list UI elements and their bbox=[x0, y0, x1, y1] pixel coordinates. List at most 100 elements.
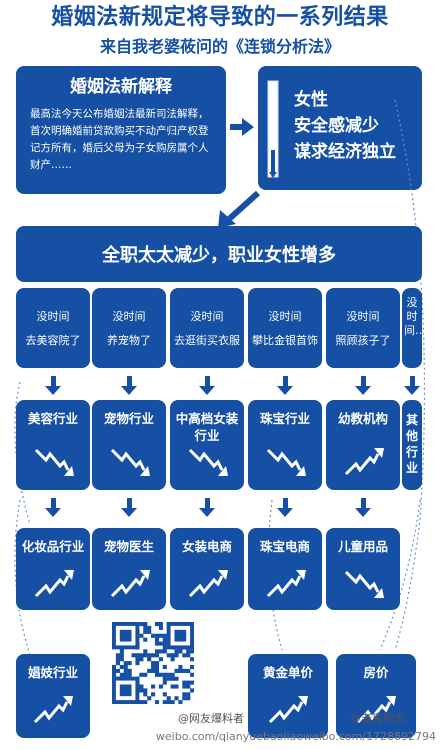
arrow-down-head bbox=[355, 508, 371, 517]
industry-label: 儿童用品 bbox=[337, 539, 388, 554]
trend-down-icon bbox=[266, 448, 306, 476]
trend-down-icon bbox=[110, 448, 150, 476]
no-time-line-1: 没时间 bbox=[36, 310, 70, 323]
trend-up-icon bbox=[110, 570, 150, 598]
arrow-down-icon bbox=[204, 376, 210, 388]
arrow-down-head bbox=[45, 508, 61, 517]
banner: 全职太太减少，职业女性增多 bbox=[16, 226, 422, 282]
industry-label: 娼妓行业 bbox=[27, 665, 78, 680]
industry-box: 化妆品行业 bbox=[16, 528, 90, 610]
industry-label: 黄金单价 bbox=[262, 665, 313, 680]
qr-code-icon bbox=[112, 622, 195, 730]
trend-up-icon bbox=[268, 696, 308, 724]
trend-wrap bbox=[188, 568, 228, 604]
industry-label: 房价 bbox=[363, 665, 389, 680]
industry-box: 女装电商 bbox=[170, 528, 244, 610]
no-time-line-2: 攀比金银首饰 bbox=[252, 334, 318, 347]
industry-box: 宠物医生 bbox=[92, 528, 166, 610]
industry-box: 美容行业 bbox=[16, 400, 90, 490]
industry-label: 化妆品行业 bbox=[21, 539, 85, 554]
trend-wrap bbox=[266, 446, 306, 482]
industry-box: 其他行业 bbox=[402, 400, 422, 490]
arrow-down-head bbox=[355, 386, 371, 395]
industry-box: 珠宝电商 bbox=[248, 528, 322, 610]
trend-up-icon bbox=[344, 448, 384, 476]
arrow-down-icon bbox=[126, 498, 132, 510]
arrow-down-head bbox=[121, 386, 137, 395]
arrow-down-icon bbox=[282, 498, 288, 510]
trend-wrap bbox=[344, 568, 384, 604]
trend-down-icon bbox=[188, 448, 228, 476]
trend-up-icon bbox=[188, 570, 228, 598]
arrow-down-icon bbox=[50, 498, 56, 510]
arrow-down-icon bbox=[409, 376, 415, 388]
trend-wrap bbox=[356, 694, 396, 730]
interpretation-box: 婚姻法新解释 最高法今天公布婚姻法最新司法解释，首次明确婚前贷款购买不动产归产权… bbox=[16, 66, 226, 194]
industry-box: 房价 bbox=[336, 654, 416, 738]
industry-box: 娼妓行业 bbox=[16, 654, 90, 738]
industry-label: 幼教机构 bbox=[337, 411, 388, 426]
arrow-down-icon bbox=[204, 498, 210, 510]
no-time-line-2: 去逛街买衣服 bbox=[174, 334, 240, 347]
trend-wrap bbox=[110, 568, 150, 604]
no-time-box: 没时间… bbox=[402, 288, 426, 368]
arrow-down-icon bbox=[360, 376, 366, 388]
no-time-line-2: 去美容院了 bbox=[25, 334, 81, 347]
no-time-box: 没时间照顾孩子了 bbox=[326, 288, 400, 368]
page-title: 婚姻法新规定将导致的一系列结果 bbox=[51, 5, 389, 30]
page-subtitle: 来自我老婆莜问的《连锁分析法》 bbox=[99, 37, 340, 56]
trend-wrap bbox=[34, 446, 74, 482]
trend-up-icon bbox=[266, 570, 306, 598]
trend-wrap bbox=[33, 694, 73, 730]
trend-up-icon bbox=[33, 696, 73, 724]
no-time-line-1: 没时间 bbox=[190, 310, 224, 323]
trend-wrap bbox=[110, 446, 150, 482]
arrow-down-icon bbox=[282, 376, 288, 388]
arrow-down-icon bbox=[360, 498, 366, 510]
women-line-1: 女性 bbox=[294, 90, 328, 110]
no-time-box: 没时间攀比金银首饰 bbox=[248, 288, 322, 368]
watermark-url: weibo.com/qianyuebaoliaoweibo.com/172889… bbox=[155, 730, 436, 743]
industry-label: 美容行业 bbox=[27, 411, 78, 426]
trend-down-icon bbox=[34, 448, 74, 476]
women-box: 女性 安全感减少 谋求经济独立 bbox=[258, 66, 422, 190]
industry-label: 女装电商 bbox=[181, 539, 232, 554]
no-time-line-1: 没时间 bbox=[268, 310, 302, 323]
no-time-box: 没时间去美容院了 bbox=[16, 288, 90, 368]
trend-up-icon bbox=[34, 570, 74, 598]
no-time-line-2: 养宠物了 bbox=[107, 334, 151, 347]
arrow-down-head bbox=[45, 386, 61, 395]
industry-label: 其他行业 bbox=[405, 413, 418, 475]
arrow-down-head bbox=[277, 508, 293, 517]
trend-wrap bbox=[268, 694, 308, 730]
no-time-line-2: 照顾孩子了 bbox=[335, 334, 391, 347]
no-time-line-1: 没时间 bbox=[112, 310, 146, 323]
arrow-down-head bbox=[199, 508, 215, 517]
industry-label: 珠宝行业 bbox=[259, 411, 310, 426]
trend-wrap bbox=[188, 446, 228, 482]
arrow-down-head bbox=[404, 386, 420, 395]
arrow-down-head bbox=[277, 386, 293, 395]
no-time-line-1: 没时间… bbox=[404, 296, 426, 337]
women-line-3: 谋求经济独立 bbox=[294, 142, 396, 162]
industry-box: 儿童用品 bbox=[326, 528, 400, 610]
arrow-down-icon bbox=[50, 376, 56, 388]
arrow-down-icon bbox=[126, 376, 132, 388]
no-time-box: 没时间养宠物了 bbox=[92, 288, 166, 368]
industry-label: 珠宝电商 bbox=[259, 539, 310, 554]
industry-box: 珠宝行业 bbox=[248, 400, 322, 490]
industry-box: 宠物行业 bbox=[92, 400, 166, 490]
industry-box: 幼教机构 bbox=[326, 400, 400, 490]
industry-label: 中高档女装行业 bbox=[175, 411, 239, 443]
no-time-line-1: 没时间 bbox=[346, 310, 380, 323]
trend-wrap bbox=[34, 568, 74, 604]
trend-wrap bbox=[266, 568, 306, 604]
no-time-box: 没时间去逛街买衣服 bbox=[170, 288, 244, 368]
watermark-left: @网友爆料者 bbox=[178, 712, 244, 725]
interpretation-heading: 婚姻法新解释 bbox=[70, 77, 172, 97]
trend-wrap bbox=[344, 446, 384, 482]
trend-down-icon bbox=[344, 570, 384, 598]
thermometer-icon bbox=[266, 80, 280, 180]
arrow-diagonal-icon bbox=[216, 190, 262, 230]
